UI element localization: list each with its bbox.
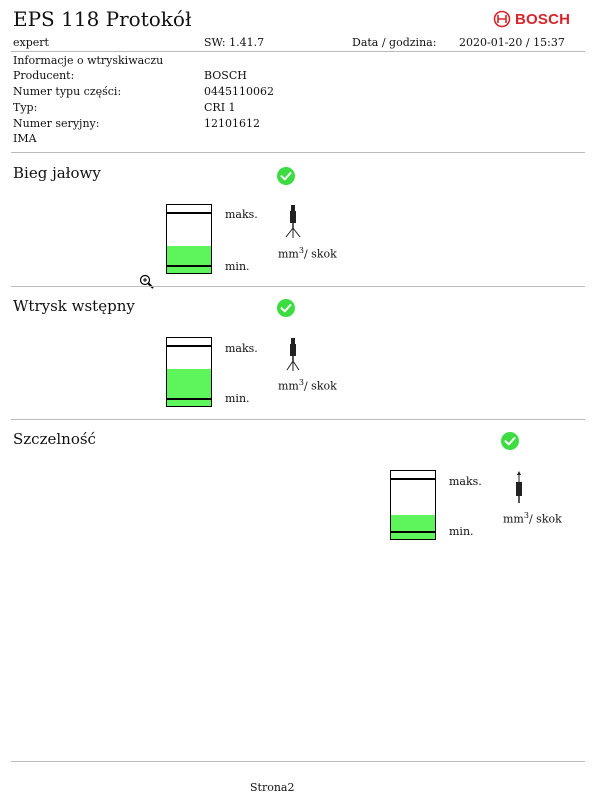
bosch-armature-icon — [493, 10, 511, 28]
unit-suffix: / skok — [303, 247, 337, 261]
injector-leak-icon — [516, 471, 522, 503]
sw-version: SW: 1.41.7 — [204, 36, 265, 49]
section-title-pilot-injection: Wtrysk wstępny — [13, 297, 135, 315]
info-label-ima: IMA — [13, 132, 37, 145]
user-label: expert — [13, 36, 49, 49]
unit-base: mm — [503, 512, 524, 526]
injector-spray-icon — [285, 205, 301, 238]
unit-label: mm3/ skok — [278, 246, 337, 261]
unit-label: mm3/ skok — [278, 378, 337, 393]
info-value-producer: BOSCH — [204, 69, 247, 82]
gauge-max-line — [167, 345, 211, 347]
section-title-tightness: Szczelność — [13, 430, 96, 448]
info-heading: Informacje o wtryskiwaczu — [13, 54, 164, 67]
info-value-type: CRI 1 — [204, 101, 236, 114]
max-label: maks. — [225, 208, 258, 221]
page-number: Strona2 — [250, 781, 295, 794]
date-label: Data / godzina: — [352, 36, 437, 49]
injector-spray-icon — [286, 338, 300, 371]
level-gauge — [390, 470, 436, 540]
check-icon — [501, 432, 519, 450]
page-title: EPS 118 Protokół — [13, 7, 192, 31]
gauge-max-line — [391, 478, 435, 480]
unit-base: mm — [278, 247, 299, 261]
min-label: min. — [225, 260, 250, 273]
divider — [11, 419, 585, 420]
max-label: maks. — [225, 342, 258, 355]
info-label-part-number: Numer typu części: — [13, 85, 122, 98]
info-value-serial: 12101612 — [204, 117, 260, 130]
unit-label: mm3/ skok — [503, 511, 562, 526]
divider — [11, 286, 585, 287]
zoom-in-cursor-icon — [139, 274, 154, 289]
unit-base: mm — [278, 379, 299, 393]
check-icon — [277, 299, 295, 317]
check-icon — [277, 167, 295, 185]
divider — [11, 761, 585, 762]
brand-logo: BOSCH — [493, 10, 570, 28]
level-gauge — [166, 204, 212, 274]
gauge-min-line — [167, 265, 211, 267]
unit-exponent: 3 — [523, 511, 529, 520]
divider — [11, 51, 585, 52]
info-label-producer: Producent: — [13, 69, 75, 82]
info-label-serial: Numer seryjny: — [13, 117, 100, 130]
unit-exponent: 3 — [298, 378, 304, 387]
info-value-part-number: 0445110062 — [204, 85, 274, 98]
gauge-min-line — [391, 531, 435, 533]
brand-name: BOSCH — [515, 10, 571, 28]
gauge-fill — [167, 368, 211, 406]
unit-suffix: / skok — [528, 512, 562, 526]
min-label: min. — [225, 392, 250, 405]
unit-exponent: 3 — [298, 246, 304, 255]
gauge-min-line — [167, 398, 211, 400]
level-gauge — [166, 337, 212, 407]
max-label: maks. — [449, 475, 482, 488]
gauge-max-line — [167, 212, 211, 214]
unit-suffix: / skok — [303, 379, 337, 393]
gauge-fill — [167, 245, 211, 273]
date-value: 2020-01-20 / 15:37 — [459, 36, 565, 49]
gauge-fill — [391, 515, 435, 539]
divider — [11, 152, 585, 153]
info-label-type: Typ: — [13, 101, 38, 114]
min-label: min. — [449, 525, 474, 538]
section-title-idle: Bieg jałowy — [13, 164, 101, 182]
